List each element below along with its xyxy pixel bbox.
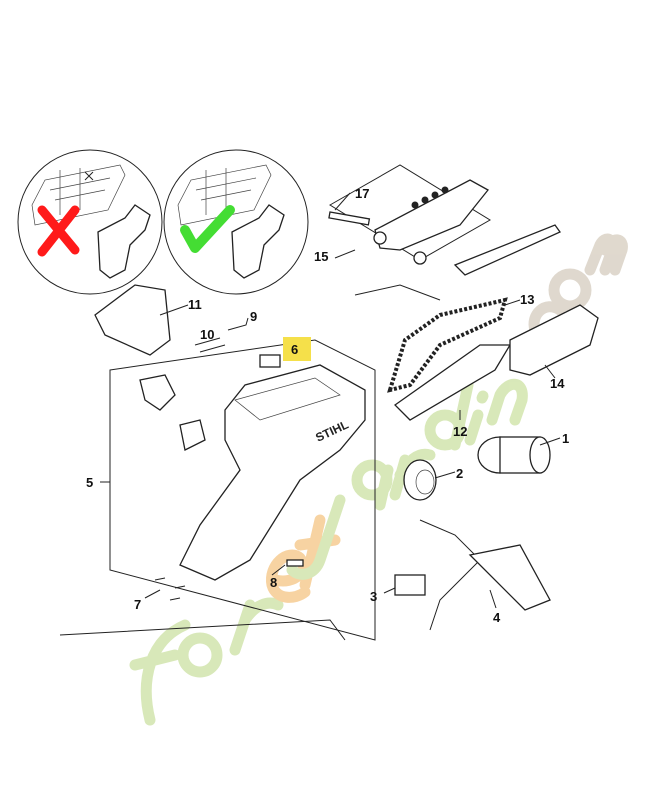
callout-4: 4	[493, 610, 501, 625]
callout-5: 5	[86, 475, 93, 490]
cross-icon	[37, 205, 80, 257]
inset-incorrect	[17, 149, 163, 295]
callout-1: 1	[562, 431, 569, 446]
clips-7	[154, 577, 186, 601]
callout-14: 14	[550, 376, 565, 391]
motor-cover-11	[94, 284, 171, 356]
callout-3: 3	[370, 589, 377, 604]
chain-13	[387, 297, 508, 393]
part-6	[259, 354, 281, 368]
cover-markings	[411, 186, 449, 209]
sprocket-2	[403, 459, 437, 501]
watermark-logo	[129, 233, 628, 726]
scabbard-14	[509, 304, 599, 376]
callout-11: 11	[188, 297, 202, 312]
callout-6: 6	[291, 342, 298, 357]
watermark-jardin	[286, 378, 528, 580]
spring	[413, 251, 427, 265]
inset-correct	[163, 149, 309, 295]
chain-guide-plate	[453, 224, 561, 276]
bolt-17	[328, 211, 371, 226]
x-mark	[84, 171, 94, 181]
callout-12: 12	[453, 424, 467, 439]
callout-9: 9	[250, 309, 257, 324]
callout-6-highlight	[283, 337, 311, 361]
motor-1	[477, 436, 551, 474]
battery-contact-4	[468, 544, 551, 611]
check-icon	[180, 205, 235, 253]
parts-9-10	[194, 337, 226, 353]
callout-2: 2	[456, 466, 463, 481]
callout-8: 8	[270, 575, 277, 590]
callout-10: 10	[200, 327, 214, 342]
wiring-harness	[419, 519, 481, 631]
screw-8	[286, 559, 304, 567]
callout-7: 7	[134, 597, 141, 612]
guide-bar-12	[393, 344, 512, 421]
chain-sprocket-cover-group	[328, 164, 561, 301]
housing-5: STIHL	[179, 364, 366, 581]
callout-15: 15	[314, 249, 328, 264]
switch-3	[394, 574, 426, 596]
callout-13: 13	[520, 292, 534, 307]
watermark-for	[129, 597, 284, 726]
switch-parts	[139, 374, 176, 411]
callout-17: 17	[355, 186, 369, 201]
